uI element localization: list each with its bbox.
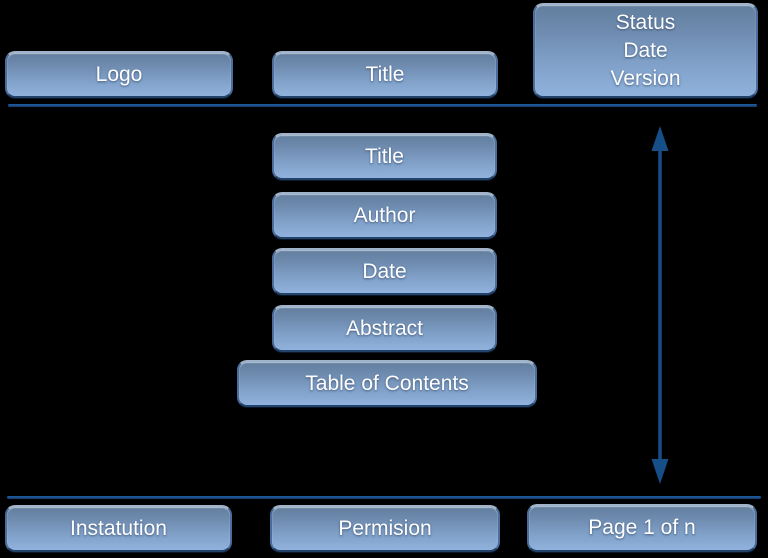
- table-of-contents-label: Table of Contents: [305, 371, 469, 395]
- status-date-version-text: Status Date Version: [610, 9, 680, 93]
- vertical-double-arrow-icon: [651, 126, 669, 484]
- page-number-label: Page 1 of n: [588, 516, 696, 539]
- logo-box-label: Logo: [95, 62, 143, 86]
- status-date-version-box: Status Date Version: [533, 3, 758, 98]
- date-label: Date: [362, 259, 407, 283]
- header-separator-line: [8, 104, 757, 107]
- date-line: Date: [623, 38, 668, 62]
- status-line: Status: [615, 10, 676, 34]
- permission-box: Permision: [270, 505, 500, 552]
- version-line: Version: [610, 66, 681, 90]
- institution-label: Instatution: [70, 516, 167, 540]
- body-title-box: Title: [272, 133, 497, 180]
- body-title-label: Title: [365, 144, 404, 168]
- table-of-contents-box: Table of Contents: [237, 360, 537, 407]
- arrowhead-down-icon: [651, 459, 669, 484]
- footer-separator-line: [7, 496, 761, 499]
- page-number-box: Page 1 of n: [527, 504, 757, 552]
- permission-label: Permision: [338, 516, 432, 540]
- header-title-box: Title: [272, 51, 498, 98]
- author-box: Author: [272, 192, 497, 239]
- arrowhead-up-icon: [651, 126, 669, 151]
- institution-box: Instatution: [5, 505, 232, 552]
- header-title-box-label: Title: [365, 62, 405, 86]
- date-box: Date: [272, 248, 497, 295]
- logo-box: Logo: [5, 51, 233, 98]
- abstract-label: Abstract: [345, 316, 424, 340]
- abstract-box: Abstract: [272, 305, 497, 352]
- author-label: Author: [353, 203, 416, 227]
